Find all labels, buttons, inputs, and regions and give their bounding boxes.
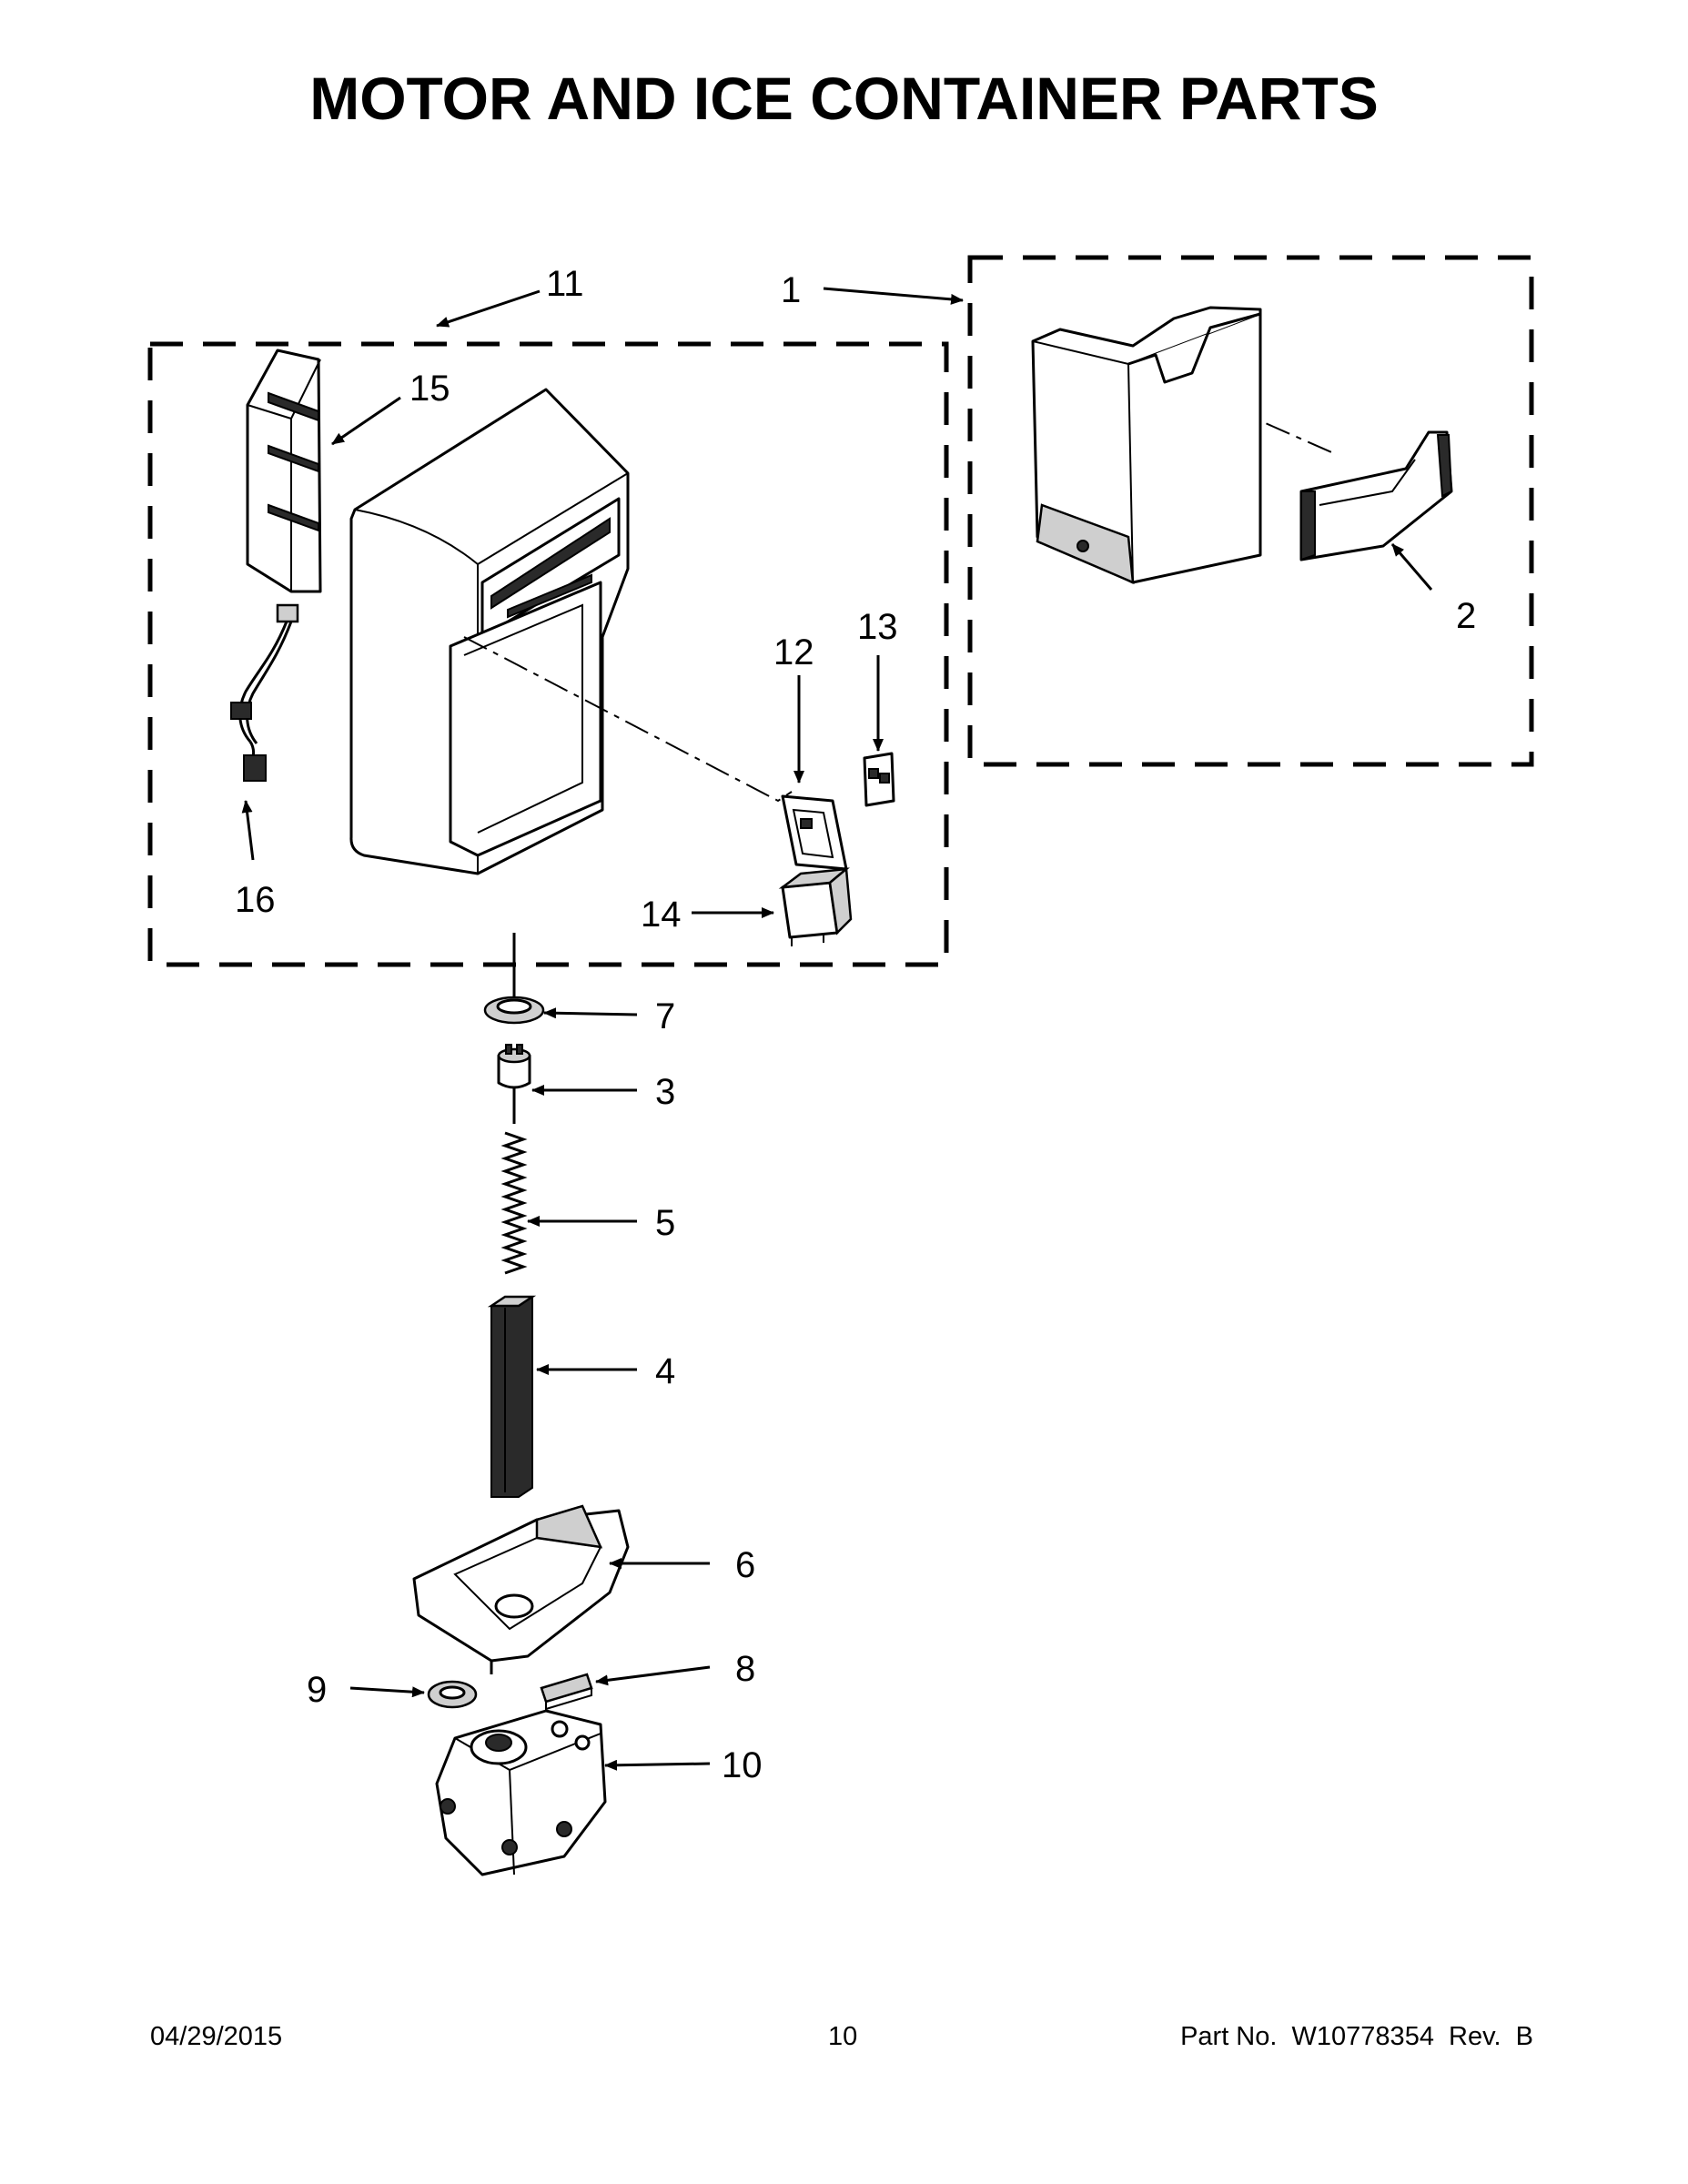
part-14-solenoid <box>778 866 853 946</box>
footer-date: 04/29/2015 <box>150 2022 283 2051</box>
callout-15: 15 <box>409 369 450 409</box>
assembly-group-box-11 <box>147 341 949 967</box>
callout-5: 5 <box>655 1203 675 1243</box>
part-10-motor <box>435 1709 607 1876</box>
callout-10: 10 <box>722 1745 763 1785</box>
part-4-shaft <box>487 1295 537 1498</box>
callout-16: 16 <box>235 880 276 920</box>
leader-arrows <box>241 287 1433 1771</box>
callout-7: 7 <box>655 996 675 1036</box>
callout-11: 11 <box>546 264 584 304</box>
part-1-ice-container <box>1031 306 1262 584</box>
part-16-wire-harness <box>230 603 299 782</box>
assembly-group-box-1 <box>967 255 1534 767</box>
callout-9: 9 <box>307 1670 327 1710</box>
page-title: MOTOR AND ICE CONTAINER PARTS <box>309 65 1379 132</box>
part-3-coupler <box>497 1044 531 1089</box>
callout-14: 14 <box>641 895 682 935</box>
part-13-switch <box>863 752 895 807</box>
footer-page-number: 10 <box>828 2022 858 2051</box>
part-7-washer <box>483 996 545 1025</box>
callout-4: 4 <box>655 1351 675 1391</box>
part-12-control-board <box>781 794 848 871</box>
callout-12: 12 <box>773 632 814 672</box>
callout-3: 3 <box>655 1072 675 1112</box>
part-9-washer <box>427 1680 478 1709</box>
callout-6: 6 <box>735 1545 755 1585</box>
part-5-spring <box>500 1131 528 1275</box>
part-6-motor-mount <box>412 1504 630 1674</box>
part-11-dispenser-housing <box>349 388 630 875</box>
part-2-handle <box>1299 430 1453 561</box>
callout-8: 8 <box>735 1649 755 1689</box>
callout-2: 2 <box>1456 596 1476 636</box>
callout-13: 13 <box>857 607 898 647</box>
callout-1: 1 <box>781 270 801 310</box>
part-15-divider <box>246 349 322 593</box>
footer-part-number: Part No. W10778354 Rev. B <box>1180 2022 1533 2051</box>
part-8-bracket <box>540 1673 593 1711</box>
